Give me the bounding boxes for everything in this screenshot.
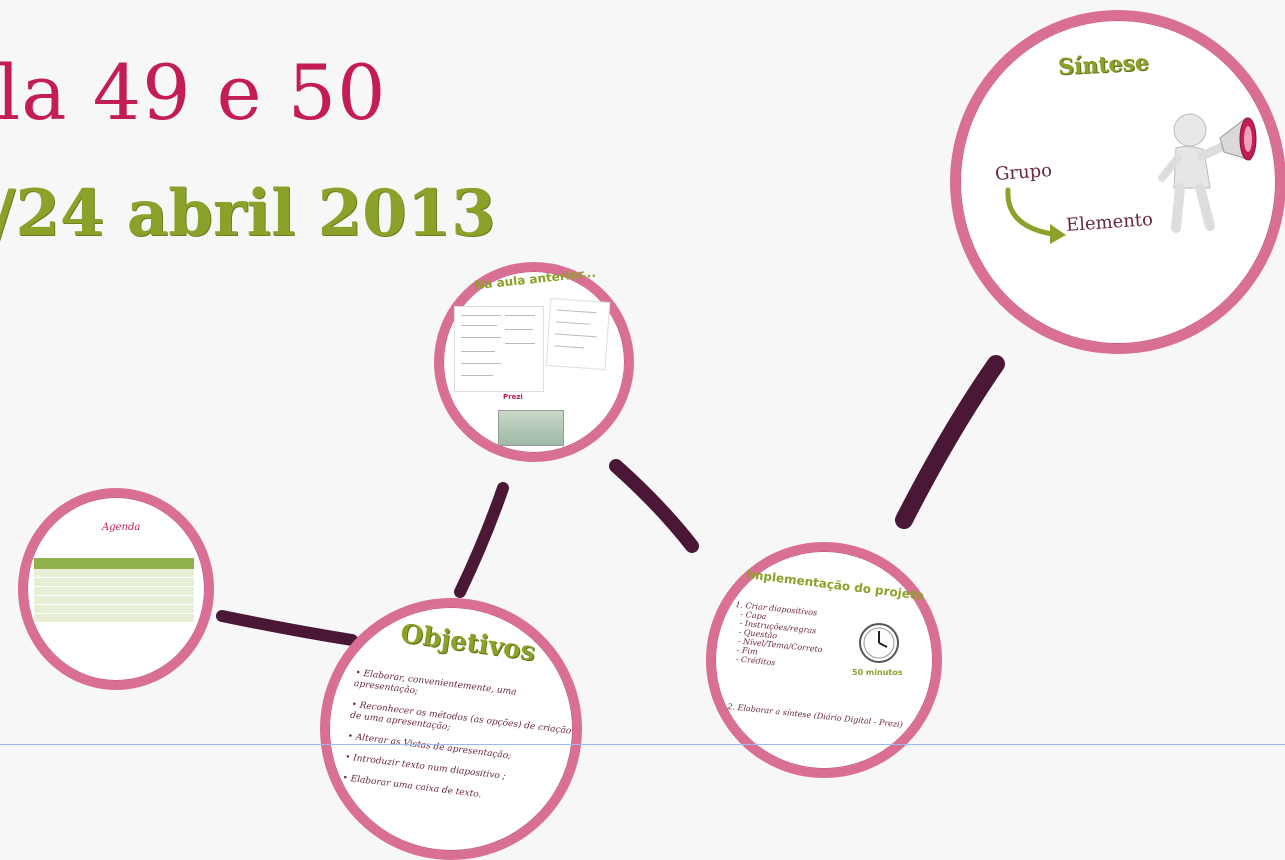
table-row [34, 577, 194, 587]
agenda-cell [34, 604, 114, 614]
table-row [34, 586, 194, 596]
person-megaphone-icon [1158, 113, 1257, 233]
frame-objetivos[interactable] [320, 598, 582, 860]
frame-sintese[interactable] [950, 10, 1285, 354]
table-row [34, 569, 194, 578]
curved-arrow-icon [1005, 187, 1066, 244]
agenda-cell [114, 604, 194, 614]
agenda-cell [114, 613, 194, 623]
prezi-logo: Prezi [503, 393, 523, 401]
clock-icon [859, 623, 899, 663]
agenda-cell [34, 586, 114, 596]
sintese-title: Síntese [1057, 49, 1150, 81]
connector-agenda-objetivos [216, 610, 358, 646]
agenda-cell [114, 586, 194, 596]
agenda-cell [34, 613, 114, 623]
connector-objetivos-anterior [454, 482, 509, 598]
table-row [34, 595, 194, 605]
agenda-cell [114, 595, 194, 605]
connector-anterior-implementacao [609, 459, 699, 553]
guide-line [0, 744, 1285, 745]
connector-implementacao-sintese [895, 355, 1005, 529]
agenda-cell [34, 577, 114, 587]
implementacao-list: 1. Criar diapositivos - Capa - Instruçõe… [729, 600, 826, 672]
page-title: la 49 e 50 [0, 48, 387, 137]
table-row [34, 604, 194, 614]
agenda-table [34, 558, 194, 623]
agenda-cell [34, 569, 114, 578]
agenda-cell [114, 569, 194, 578]
agenda-title: Agenda [102, 522, 141, 533]
agenda-col-2 [114, 558, 194, 569]
table-row [34, 613, 194, 623]
sintese-from-label: Grupo [994, 160, 1053, 185]
frame-implementacao-projeto[interactable] [706, 542, 942, 778]
page-date: /24 abril 2013 [0, 176, 496, 251]
agenda-cell [114, 577, 194, 587]
agenda-cell [34, 595, 114, 605]
document-thumbnail-2 [545, 297, 611, 371]
implementacao-time: 50 minutos [852, 668, 903, 677]
agenda-col-1 [34, 558, 114, 569]
document-thumbnail [454, 306, 544, 392]
prezi-screenshot-thumbnail [498, 410, 564, 446]
